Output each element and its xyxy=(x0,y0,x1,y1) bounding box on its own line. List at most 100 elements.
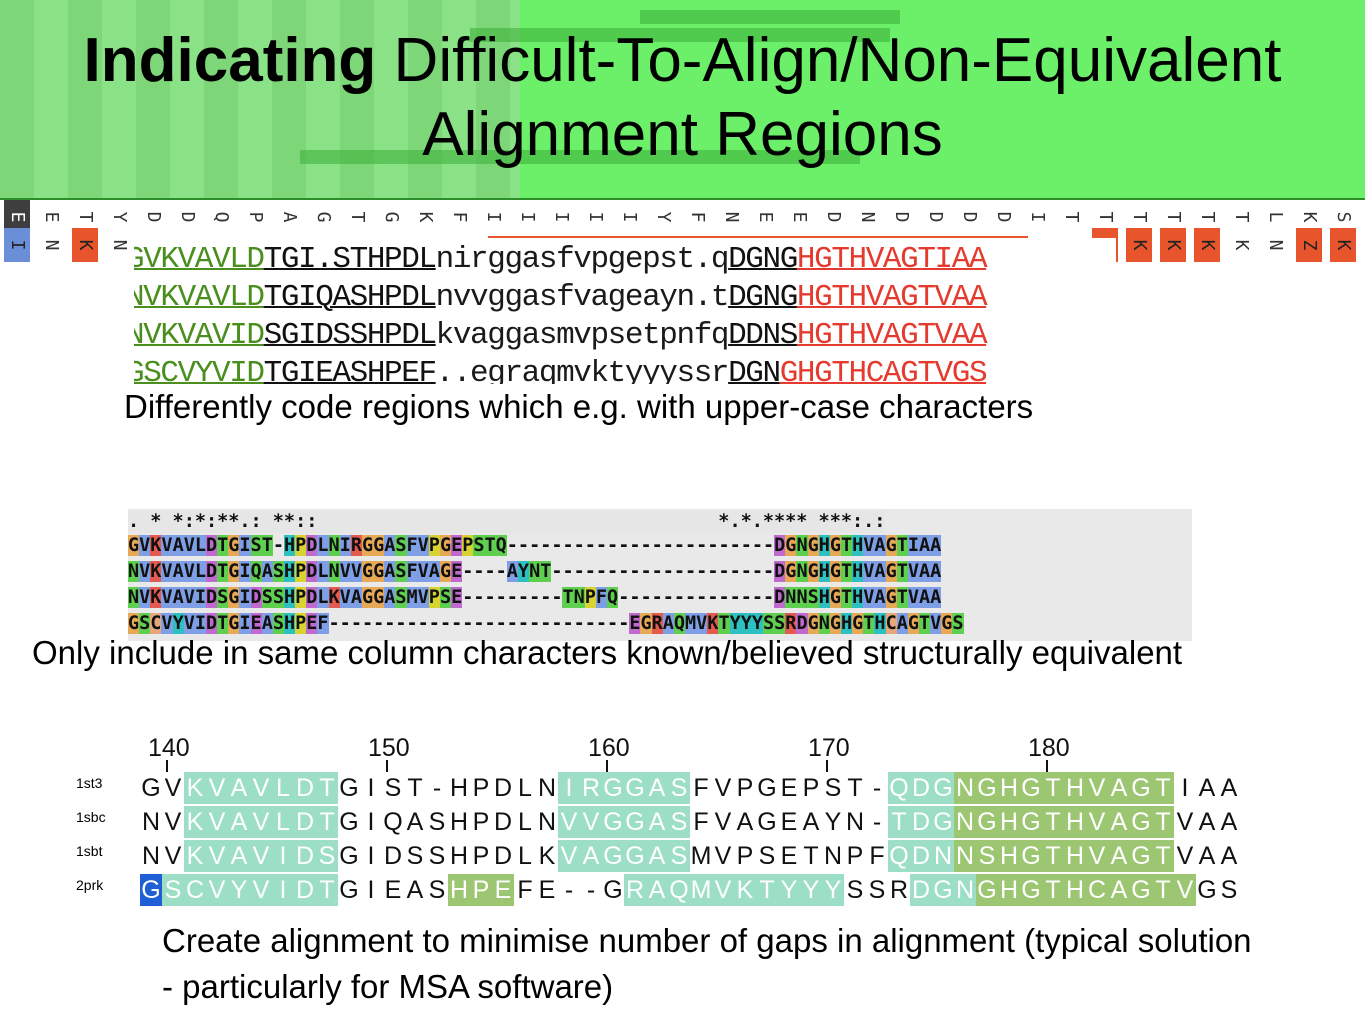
residue: G xyxy=(852,613,864,634)
residue: G xyxy=(785,561,797,582)
residue: S xyxy=(217,587,229,608)
residue: A xyxy=(228,840,250,872)
residue: - xyxy=(662,587,674,608)
residue: G xyxy=(1130,874,1152,906)
sequence-name: 1st3 xyxy=(76,775,103,791)
residue: - xyxy=(551,535,563,556)
residue: V xyxy=(183,535,195,556)
residue: Y xyxy=(824,808,842,836)
residue: - xyxy=(740,561,752,582)
residue-glyph: N xyxy=(41,239,62,251)
sequence-segment: DGN xyxy=(728,356,781,384)
sequence-segment: DGNG xyxy=(728,242,798,277)
residue: T xyxy=(756,874,778,906)
residue: - xyxy=(506,613,518,634)
residue: - xyxy=(551,587,563,608)
sequence-segment: HGTHVAGTVAA xyxy=(796,280,988,315)
residue-glyph: N xyxy=(109,239,130,251)
residue: - xyxy=(673,587,686,608)
residue: S xyxy=(428,808,446,836)
residue: - xyxy=(506,535,518,556)
residue: A xyxy=(646,772,668,804)
residue: D xyxy=(205,587,218,608)
residue: P xyxy=(472,842,490,870)
residue: - xyxy=(751,561,764,582)
residue: M xyxy=(406,587,418,608)
residue: A xyxy=(172,587,184,608)
residue: V xyxy=(907,587,919,608)
residue: N xyxy=(573,587,585,608)
residue: A xyxy=(406,876,424,904)
residue: T xyxy=(217,535,229,556)
residue: D xyxy=(294,772,316,804)
residue: - xyxy=(506,587,518,608)
residue: L xyxy=(317,535,329,556)
sequence-segment: GSCVYVID xyxy=(134,356,265,384)
residue: - xyxy=(763,535,775,556)
residue: I xyxy=(367,808,375,836)
residue: P xyxy=(428,587,440,608)
residue: K xyxy=(184,806,206,838)
residue: V xyxy=(161,535,173,556)
residue: A xyxy=(1220,842,1238,870)
residue: G xyxy=(829,587,841,608)
residue: L xyxy=(194,535,206,556)
residue: A xyxy=(1108,874,1130,906)
residue: C xyxy=(150,613,162,634)
residue: R xyxy=(580,772,602,804)
residue: V xyxy=(183,561,195,582)
residue: A xyxy=(930,561,942,582)
residue: L xyxy=(272,772,294,804)
residue: V xyxy=(250,806,272,838)
residue: - xyxy=(651,535,663,556)
sequence-segment: GVKVAVLD xyxy=(134,242,265,277)
residue: E xyxy=(780,808,798,836)
residue: - xyxy=(640,535,652,556)
residue-glyph: N xyxy=(1265,239,1286,251)
residue: - xyxy=(729,587,741,608)
residue: P xyxy=(428,535,440,556)
residue: T xyxy=(888,806,910,838)
residue: V xyxy=(417,561,429,582)
residue: H xyxy=(449,774,469,802)
residue: S xyxy=(139,613,151,634)
residue: D xyxy=(910,772,932,804)
residue: D xyxy=(205,535,218,556)
residue: A xyxy=(506,561,518,582)
residue: E xyxy=(384,876,402,904)
residue: P xyxy=(736,842,754,870)
residue: D xyxy=(910,874,932,906)
residue: N xyxy=(128,587,140,608)
residue: - xyxy=(551,561,563,582)
ruler-label: 150 xyxy=(368,734,410,762)
residue: M xyxy=(685,613,697,634)
residue: A xyxy=(350,587,362,608)
residue: S xyxy=(395,587,407,608)
residue: F xyxy=(693,774,709,802)
residue: A xyxy=(802,808,820,836)
residue: D xyxy=(205,561,218,582)
residue: - xyxy=(718,587,730,608)
residue: P xyxy=(470,874,492,906)
residue: Y xyxy=(751,613,764,634)
residue: P xyxy=(584,587,596,608)
residue: V xyxy=(339,561,351,582)
residue: H xyxy=(998,874,1020,906)
ruler-label: 180 xyxy=(1028,734,1070,762)
residue: - xyxy=(540,535,552,556)
residue: - xyxy=(607,535,619,556)
residue: G xyxy=(339,774,359,802)
residue: A xyxy=(896,613,908,634)
ruler-tick xyxy=(606,760,608,772)
residue: A xyxy=(172,535,184,556)
residue: F xyxy=(693,808,709,836)
residue: G xyxy=(339,842,359,870)
residue: S xyxy=(976,840,998,872)
residue: - xyxy=(339,613,351,634)
residue: G xyxy=(439,535,452,556)
residue: K xyxy=(184,772,206,804)
residue: V xyxy=(712,874,734,906)
residue: D xyxy=(294,806,316,838)
